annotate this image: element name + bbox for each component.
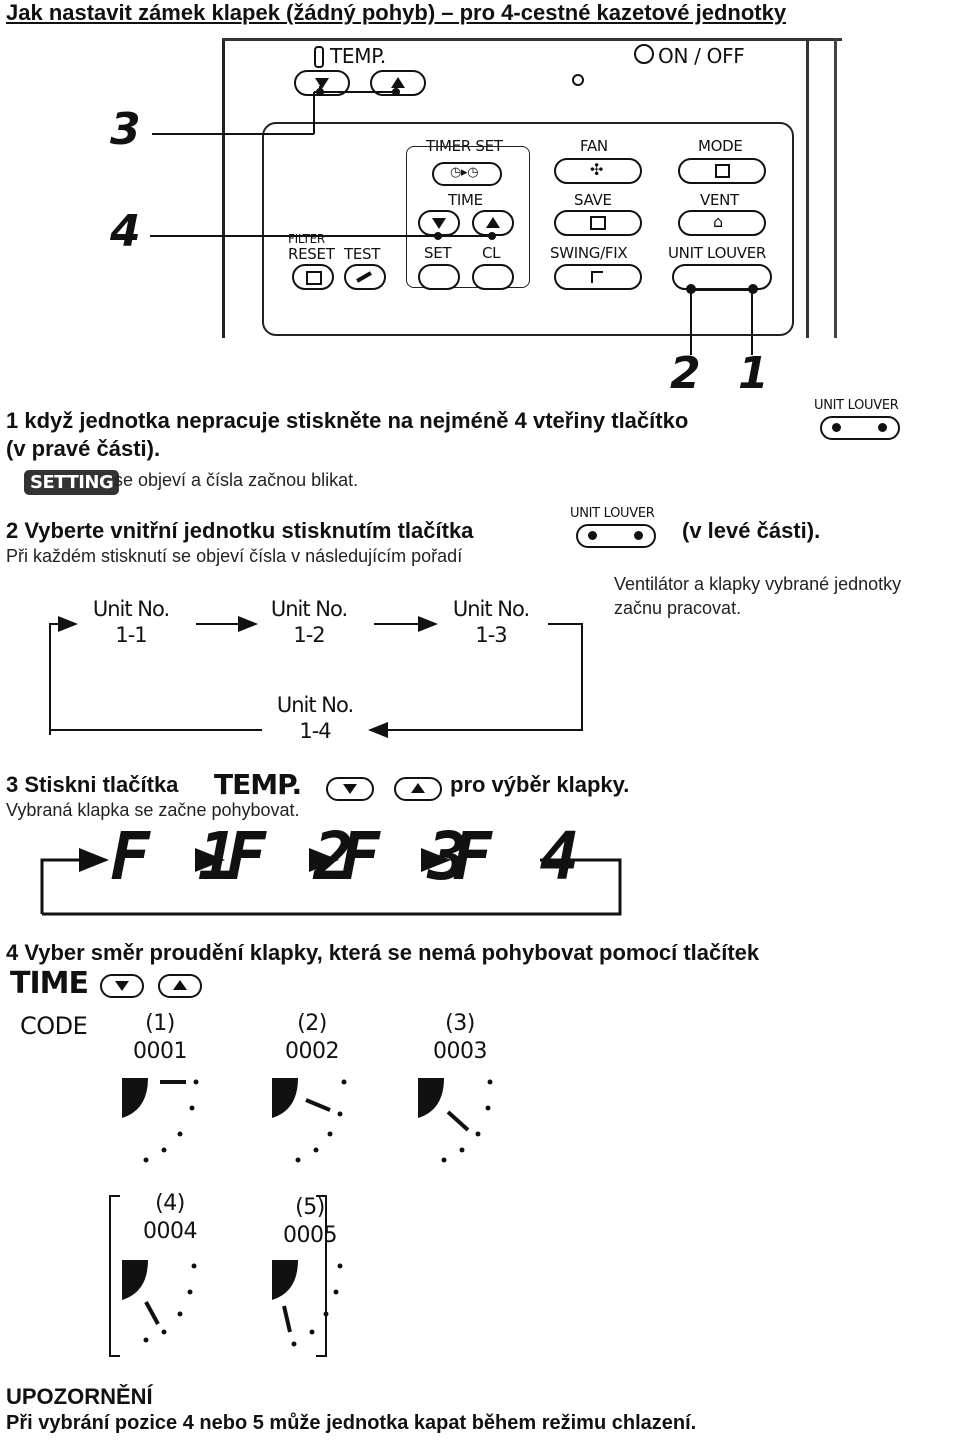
cl-button[interactable] xyxy=(472,264,514,290)
louver-position-4-icon xyxy=(122,1260,197,1343)
callout-3: 3 xyxy=(110,104,141,155)
unit-cycle-arrows xyxy=(49,616,583,738)
unit-no-2: Unit No.1-2 xyxy=(270,597,348,647)
step2-text-line2: Při každém stisknutí se objeví čísla v n… xyxy=(6,546,463,566)
time-up-button[interactable] xyxy=(472,210,514,236)
step4-down-button xyxy=(100,974,144,998)
unit-no-1: Unit No.1-1 xyxy=(92,597,170,647)
step4-text-line1: 4 Vyber směr proudění klapky, která se n… xyxy=(6,940,760,965)
position-4: (4)0004 xyxy=(143,1191,198,1244)
test-button[interactable] xyxy=(344,264,386,290)
time-label: TIME xyxy=(448,191,483,209)
louver-position-1-icon xyxy=(122,1078,199,1163)
triangle-down-icon xyxy=(315,78,329,89)
step2-unit-louver-button xyxy=(576,524,656,548)
triangle-up-icon xyxy=(391,77,405,88)
timer-set-button[interactable]: ◷▸◷ xyxy=(432,162,502,186)
position-5: (5)0005 xyxy=(283,1195,338,1248)
step3-text-suffix: pro výběr klapky. xyxy=(450,772,630,797)
vent-icon: ⌂ xyxy=(713,212,723,231)
step3-text-line1: 3 Stiskni tlačítka xyxy=(6,772,179,797)
triangle-up-icon xyxy=(173,980,187,990)
callout-2: 2 xyxy=(670,348,701,399)
callout-1: 1 xyxy=(738,348,769,399)
triangle-down-icon xyxy=(343,784,357,794)
step1-unit-louver-button xyxy=(820,416,900,440)
mode-icon xyxy=(715,164,730,178)
onoff-label: ON / OFF xyxy=(658,44,745,68)
cl-label: CL xyxy=(482,244,501,262)
step1-unit-louver-label: UNIT LOUVER xyxy=(814,398,899,413)
step3-text-line2: Vybraná klapka se začne pohybovat. xyxy=(6,800,300,820)
warning-heading: UPOZORNĚNÍ xyxy=(6,1384,153,1409)
test-label: TEST xyxy=(344,245,381,263)
vent-button[interactable]: ⌂ xyxy=(678,210,766,236)
triangle-up-icon xyxy=(486,217,500,228)
triangle-down-icon xyxy=(432,218,446,229)
louver-code-f4: F 4 xyxy=(452,818,584,895)
thermometer-icon xyxy=(314,46,324,68)
louver-position-2-icon xyxy=(272,1078,347,1163)
step2-note-line2: začnu pracovat. xyxy=(614,598,742,618)
mode-label: MODE xyxy=(698,137,743,155)
filter-icon xyxy=(306,271,322,285)
warning-text: Při vybrání pozice 4 nebo 5 může jednotk… xyxy=(6,1412,697,1434)
step4-up-button xyxy=(158,974,202,998)
vent-label: VENT xyxy=(700,191,739,209)
setting-badge: SETTING xyxy=(24,470,120,495)
step1-text-line2: (v pravé části). xyxy=(6,436,161,461)
save-label: SAVE xyxy=(574,191,612,209)
louver-direction-icons xyxy=(109,1078,493,1357)
louver-dot-right xyxy=(748,284,758,294)
swing-fix-button[interactable] xyxy=(554,264,642,290)
remote-callouts xyxy=(150,86,753,355)
clock-icon: ◷▸◷ xyxy=(450,165,479,180)
f-cycle-arrows xyxy=(40,848,622,916)
power-icon xyxy=(634,44,654,64)
louver-position-3-icon xyxy=(418,1078,493,1163)
set-label: SET xyxy=(424,244,452,262)
indicator-lamp xyxy=(572,74,584,86)
step2-text-line1: 2 Vyberte vnitřní jednotku stisknutím tl… xyxy=(6,518,474,543)
fan-button[interactable]: ✣ xyxy=(554,158,642,184)
step3-down-button xyxy=(326,777,374,801)
unit-louver-label: UNIT LOUVER xyxy=(668,244,767,262)
swing-fix-label: SWING/FIX xyxy=(550,244,628,262)
set-button[interactable] xyxy=(418,264,460,290)
swing-icon xyxy=(591,271,603,283)
step3-up-button xyxy=(394,777,442,801)
position-2: (2)0002 xyxy=(285,1011,340,1064)
louver-position-5-icon xyxy=(272,1260,343,1347)
save-icon xyxy=(590,216,606,230)
position-3: (3)0003 xyxy=(433,1011,488,1064)
step1-text-line3: se objeví a čísla začnou blikat. xyxy=(114,470,359,490)
step2-unit-louver-label: UNIT LOUVER xyxy=(570,506,655,521)
step4-time-text: TIME xyxy=(10,966,89,1001)
timer-set-group xyxy=(406,146,530,288)
filter-reset-button[interactable] xyxy=(292,264,334,290)
reset-label: RESET xyxy=(288,245,335,263)
temp-label: TEMP. xyxy=(330,44,386,68)
fan-icon: ✣ xyxy=(590,160,604,179)
triangle-up-icon xyxy=(411,783,425,793)
unit-no-4: Unit No.1-4 xyxy=(276,693,354,743)
step2-note-line1: Ventilátor a klapky vybrané jednotky xyxy=(614,574,902,594)
page-title: Jak nastavit zámek klapek (žádný pohyb) … xyxy=(6,0,787,25)
position-1: (1)0001 xyxy=(133,1011,188,1064)
temp-up-button[interactable] xyxy=(370,70,426,96)
step1-text-line1: 1 když jednotka nepracuje stiskněte na n… xyxy=(6,408,689,433)
inner-panel xyxy=(262,122,794,336)
callout-4: 4 xyxy=(110,206,141,257)
unit-no-3: Unit No.1-3 xyxy=(452,597,530,647)
fan-label: FAN xyxy=(580,137,608,155)
step3-temp-text: TEMP. xyxy=(214,768,302,801)
step2-text-suffix: (v levé části). xyxy=(682,518,821,543)
triangle-down-icon xyxy=(115,981,129,991)
code-label: CODE xyxy=(20,1012,88,1040)
mode-button[interactable] xyxy=(678,158,766,184)
save-button[interactable] xyxy=(554,210,642,236)
